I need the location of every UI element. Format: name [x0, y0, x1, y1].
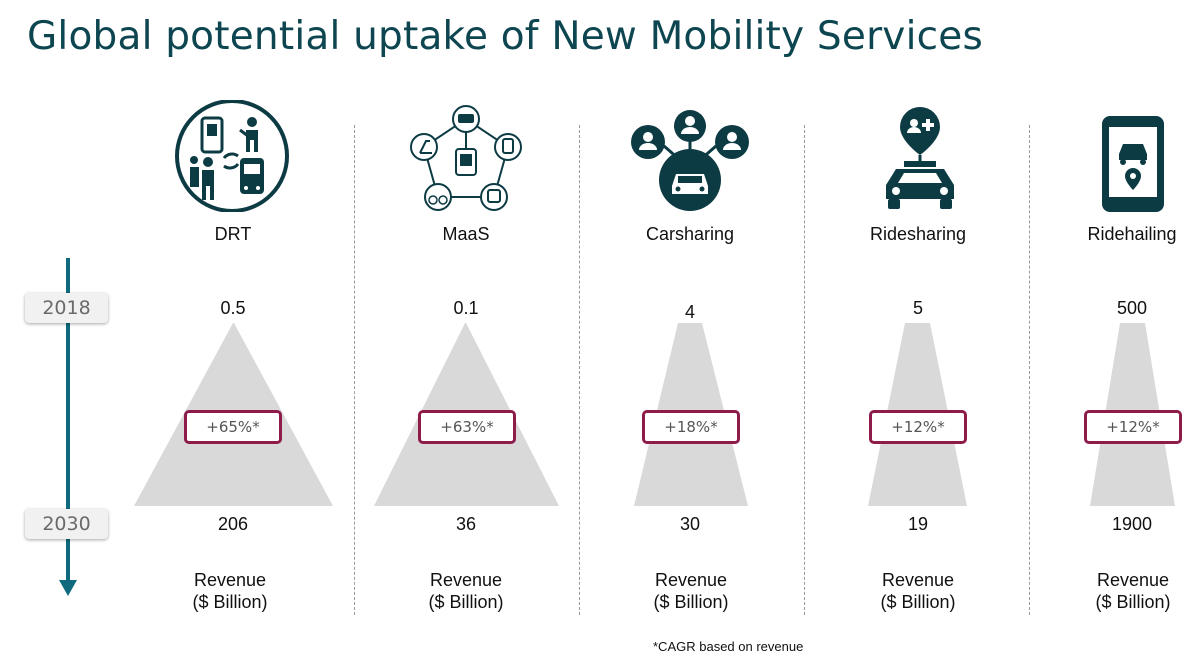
- revenue-label-line2: ($ Billion): [192, 592, 268, 612]
- year-2030-label: 2030: [25, 509, 108, 539]
- column-divider: [579, 125, 580, 615]
- year-2018-label: 2018: [25, 293, 108, 323]
- category-label-drt: DRT: [214, 224, 252, 244]
- maas-icon: [410, 105, 522, 211]
- footnote: *CAGR based on revenue: [653, 639, 804, 654]
- ridesharing-icon: [886, 107, 954, 209]
- category-label-carsharing: Carsharing: [645, 224, 735, 244]
- value-2018-drt: 0.5: [220, 298, 246, 318]
- revenue-label-drt: Revenue ($ Billion): [140, 569, 320, 613]
- drt-icon: [175, 100, 289, 212]
- value-2030-ridesharing: 19: [907, 514, 929, 534]
- cagr-badge-maas: +63%*: [418, 410, 516, 444]
- value-2030-ridehailing: 1900: [1111, 514, 1153, 534]
- value-2030-carsharing: 30: [679, 514, 701, 534]
- revenue-label-line2: ($ Billion): [653, 592, 729, 612]
- page-title: Global potential uptake of New Mobility …: [27, 14, 983, 59]
- revenue-label-line1: Revenue: [1096, 570, 1170, 590]
- cagr-badge-ridesharing: +12%*: [869, 410, 967, 444]
- category-label-ridehailing: Ridehailing: [1087, 224, 1177, 244]
- ridehailing-icon: [1102, 116, 1164, 212]
- value-2018-ridehailing: 500: [1116, 298, 1148, 318]
- value-2030-maas: 36: [455, 514, 477, 534]
- category-label-maas: MaaS: [442, 224, 490, 244]
- revenue-label-maas: Revenue ($ Billion): [376, 569, 556, 613]
- revenue-label-ridesharing: Revenue ($ Billion): [828, 569, 1008, 613]
- value-2018-ridesharing: 5: [912, 298, 923, 318]
- column-divider: [1029, 125, 1030, 615]
- revenue-label-line2: ($ Billion): [1095, 592, 1171, 612]
- value-2030-drt: 206: [217, 514, 249, 534]
- column-divider: [354, 125, 355, 615]
- value-2018-carsharing: 4: [684, 302, 695, 322]
- carsharing-icon: [631, 110, 749, 211]
- cagr-badge-drt: +65%*: [184, 410, 282, 444]
- cagr-badge-carsharing: +18%*: [642, 410, 740, 444]
- timeline: 2018 2030: [0, 0, 120, 662]
- revenue-label-line1: Revenue: [654, 570, 728, 590]
- revenue-label-line1: Revenue: [193, 570, 267, 590]
- value-2018-maas: 0.1: [453, 298, 479, 318]
- revenue-label-line2: ($ Billion): [428, 592, 504, 612]
- revenue-label-line1: Revenue: [429, 570, 503, 590]
- revenue-label-carsharing: Revenue ($ Billion): [601, 569, 781, 613]
- revenue-label-ridehailing: Revenue ($ Billion): [1043, 569, 1200, 613]
- column-divider: [804, 125, 805, 615]
- revenue-label-line1: Revenue: [881, 570, 955, 590]
- revenue-label-line2: ($ Billion): [880, 592, 956, 612]
- cagr-badge-ridehailing: +12%*: [1084, 410, 1182, 444]
- category-label-ridesharing: Ridesharing: [869, 224, 967, 244]
